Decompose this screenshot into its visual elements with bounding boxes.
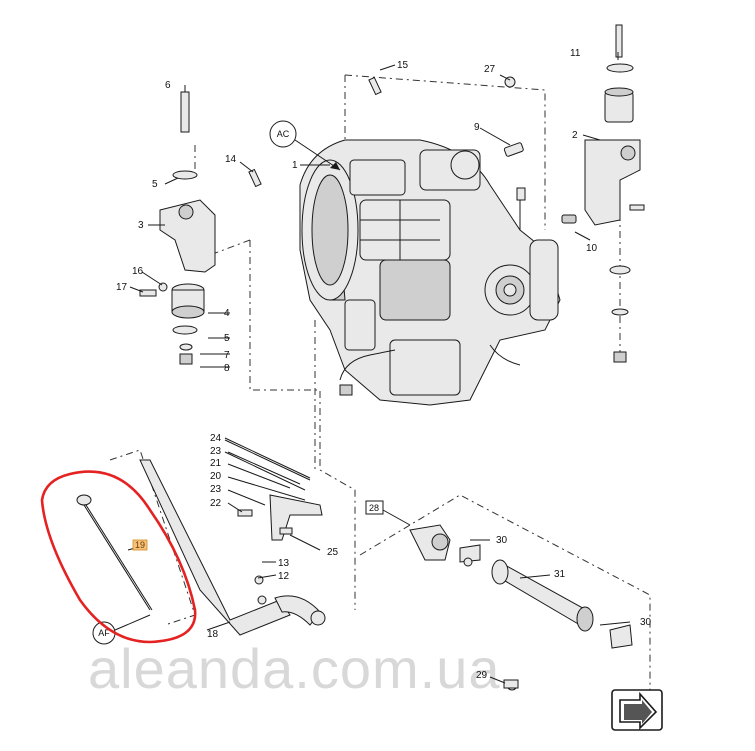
fill-tube xyxy=(139,459,326,636)
callout-9: 9 xyxy=(474,122,480,133)
callout-6: 6 xyxy=(165,80,171,91)
right-mount-group xyxy=(584,24,645,363)
callout-19: 19 xyxy=(135,540,145,550)
callout-10: 10 xyxy=(586,243,598,254)
dipstick-assembly xyxy=(76,494,153,611)
callout-2: 2 xyxy=(572,130,578,141)
callout-14: 14 xyxy=(225,154,237,165)
callout-18: 18 xyxy=(207,629,219,640)
callout-5-lower: 5 xyxy=(224,333,230,344)
watermark: aleanda.com.ua xyxy=(88,637,501,700)
callout-3: 3 xyxy=(138,220,144,231)
callout-25: 25 xyxy=(327,547,339,558)
callout-1: 1 xyxy=(292,160,298,171)
callout-28: 28 xyxy=(369,503,379,513)
leader-lines xyxy=(114,52,631,684)
callout-4: 4 xyxy=(224,308,230,319)
highlight-ring xyxy=(40,470,197,644)
transmission-assembly xyxy=(299,139,561,406)
ref-arrow-ac xyxy=(294,139,341,171)
driveshaft-group xyxy=(409,524,633,691)
arrow-icon xyxy=(619,691,658,730)
callout-24: 24 xyxy=(210,433,222,444)
callout-13: 13 xyxy=(278,558,290,569)
callout-15: 15 xyxy=(397,60,409,71)
callout-28-box xyxy=(365,500,384,515)
callout-29: 29 xyxy=(476,670,488,681)
callout-11: 11 xyxy=(570,48,581,59)
callout-22: 22 xyxy=(210,498,222,509)
callout-30-lower: 30 xyxy=(640,617,652,628)
callout-21: 21 xyxy=(210,458,222,469)
callout-17: 17 xyxy=(116,282,128,293)
callout-20: 20 xyxy=(210,471,222,482)
sensor-fasteners xyxy=(248,76,577,224)
callout-7: 7 xyxy=(224,350,230,361)
callout-23-upper: 23 xyxy=(210,446,222,457)
callout-5-upper: 5 xyxy=(152,179,158,190)
callout-19-tag xyxy=(132,539,148,551)
callout-8: 8 xyxy=(224,363,230,374)
reference-ac: AC xyxy=(277,129,290,139)
callout-31: 31 xyxy=(554,569,566,580)
callout-27: 27 xyxy=(484,64,496,75)
callout-23-lower: 23 xyxy=(210,484,222,495)
next-page-button[interactable] xyxy=(611,689,663,731)
shift-linkage xyxy=(224,439,323,605)
reference-af: AF xyxy=(98,628,110,638)
callout-30-upper: 30 xyxy=(496,535,508,546)
reference-ac-circle xyxy=(269,120,297,148)
callout-16: 16 xyxy=(132,266,144,277)
callout-12: 12 xyxy=(278,571,290,582)
callout-numbers: 1 2 3 4 5 5 6 7 8 9 10 11 12 13 14 15 16… xyxy=(116,48,652,681)
left-mount-group xyxy=(139,90,216,365)
